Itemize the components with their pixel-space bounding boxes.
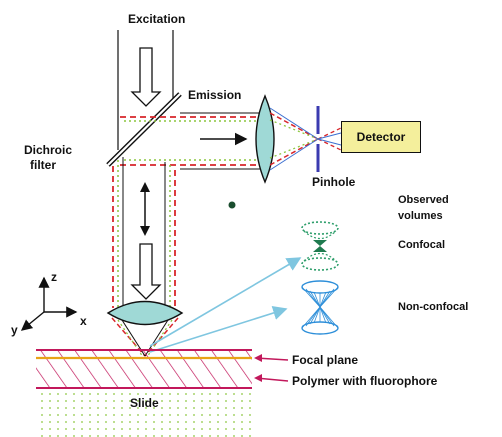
polymer-leader-head xyxy=(254,374,262,382)
focal-plane-label: Focal plane xyxy=(292,353,359,367)
observed-label-line2: volumes xyxy=(398,210,443,222)
observed-label-line1: Observed xyxy=(398,194,449,206)
axis-z-label: z xyxy=(51,270,57,284)
confocal-volume xyxy=(301,221,339,271)
up-down-arrow xyxy=(140,182,150,236)
excitation-down-arrow xyxy=(130,47,162,107)
axis-y-label: y xyxy=(11,323,18,337)
emission-label: Emission xyxy=(188,88,242,102)
detector-box: Detector xyxy=(341,121,421,153)
down-arrow-to-objective xyxy=(130,243,162,300)
dichroic-label-line1: Dichroic xyxy=(24,143,73,157)
stray-dot xyxy=(228,201,236,209)
emission-beam-horizontal xyxy=(120,112,262,170)
slide-label: Slide xyxy=(130,396,159,410)
pinhole-label: Pinhole xyxy=(312,175,356,189)
excitation-beam xyxy=(117,30,174,150)
dichroic-label-line2: filter xyxy=(30,158,57,172)
dichroic-filter xyxy=(106,92,182,167)
slide-layer xyxy=(36,392,252,437)
excitation-label: Excitation xyxy=(128,12,186,26)
objective-lens xyxy=(106,300,184,326)
non-confocal-label: Non-confocal xyxy=(398,301,469,313)
emission-beam-convergence xyxy=(269,107,342,171)
non-confocal-volume xyxy=(301,280,339,335)
volume-pointers xyxy=(149,257,302,353)
focal-plane-leader-head xyxy=(254,354,262,362)
confocal-label: Confocal xyxy=(398,239,446,251)
axes-indicator xyxy=(20,276,78,331)
emission-lens xyxy=(255,94,275,184)
polymer-layer xyxy=(36,350,252,388)
detector-label: Detector xyxy=(356,130,406,144)
axis-x-label: x xyxy=(80,314,87,328)
polymer-label: Polymer with fluorophore xyxy=(292,374,438,388)
vertical-beam xyxy=(112,157,176,308)
